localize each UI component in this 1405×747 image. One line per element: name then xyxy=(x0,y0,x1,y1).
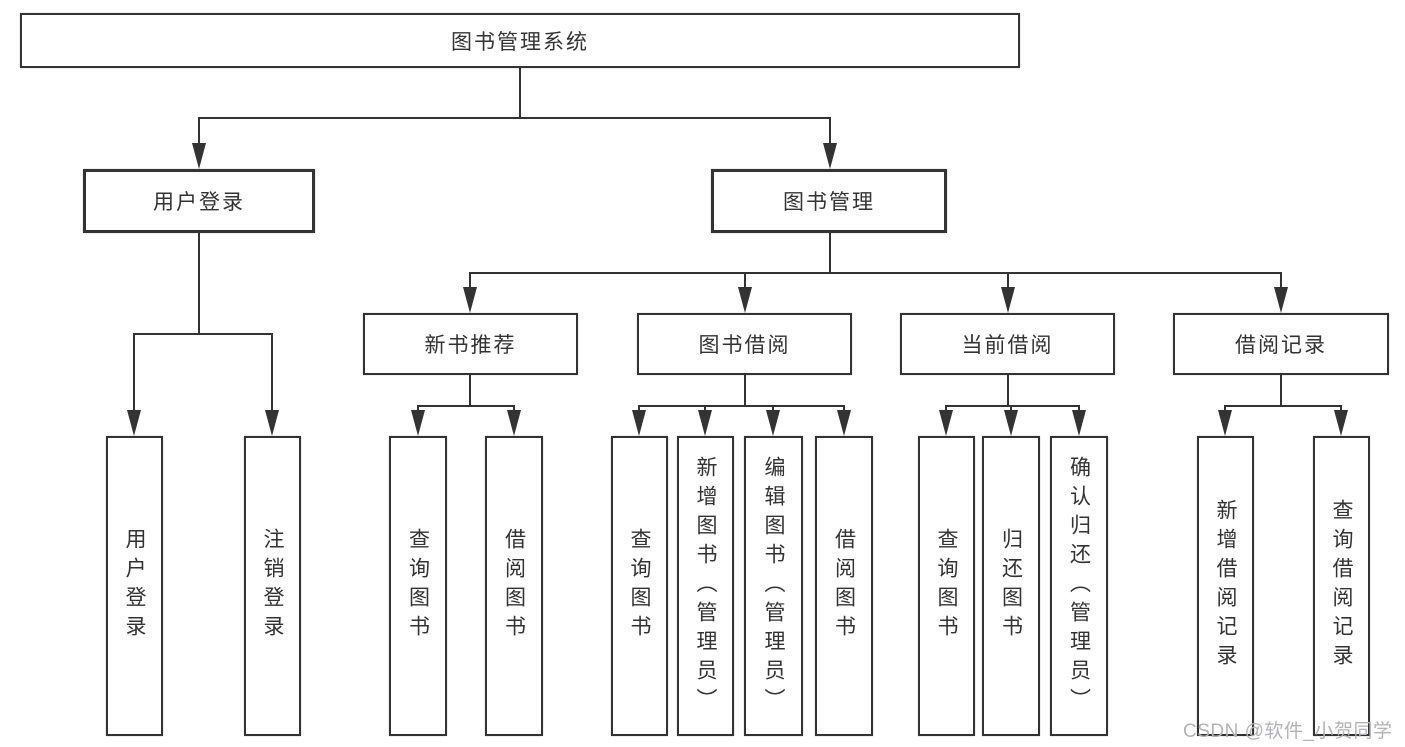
arrowhead-down-icon xyxy=(1072,410,1086,436)
node-root-library-management-system: 图书管理系统 xyxy=(20,13,1020,68)
node-label: 借阅记录 xyxy=(1235,334,1327,357)
node-label: 用户登录 xyxy=(123,528,146,644)
leaf-query-borrow-record: 查询借阅记录 xyxy=(1313,436,1370,736)
connector-line xyxy=(417,405,515,407)
node-book-borrowing: 图书借阅 xyxy=(637,313,852,375)
arrowhead-down-icon xyxy=(1274,287,1288,313)
connector-line xyxy=(945,405,1080,407)
node-label: 借阅图书 xyxy=(832,528,856,644)
connector-line xyxy=(469,272,1282,274)
leaf-return-books: 归还图书 xyxy=(982,436,1040,736)
connector-line xyxy=(271,333,273,412)
connector-line xyxy=(704,405,706,413)
node-label: 查询图书 xyxy=(935,528,958,644)
connector-line xyxy=(133,333,135,412)
node-label: 新书推荐 xyxy=(424,334,517,357)
node-user-login: 用户登录 xyxy=(83,169,315,233)
connector-line xyxy=(744,375,746,406)
arrowhead-down-icon xyxy=(837,410,851,436)
arrowhead-down-icon xyxy=(698,410,712,436)
leaf-query-books: 查询图书 xyxy=(389,436,447,736)
connector-line xyxy=(469,375,471,406)
node-label: 注销登录 xyxy=(261,528,284,644)
connector-line xyxy=(198,233,200,334)
node-label: 查询借阅记录 xyxy=(1330,499,1353,673)
node-label: 借阅图书 xyxy=(502,528,526,644)
connector-line xyxy=(198,117,831,119)
connector-line xyxy=(133,333,273,335)
arrowhead-down-icon xyxy=(463,287,477,313)
arrowhead-down-icon xyxy=(1004,410,1018,436)
arrowhead-down-icon xyxy=(632,410,646,436)
leaf-query-books: 查询图书 xyxy=(611,436,668,736)
leaf-logout: 注销登录 xyxy=(244,436,301,736)
connector-line xyxy=(1078,405,1080,413)
connector-line xyxy=(1280,272,1282,289)
node-label: 新增借阅记录 xyxy=(1214,499,1237,673)
connector-line xyxy=(1224,405,1226,413)
connector-line xyxy=(744,272,746,289)
connector-line xyxy=(638,405,845,407)
connector-line xyxy=(469,272,471,289)
node-label: 查询图书 xyxy=(406,528,430,644)
node-label: 图书管理系统 xyxy=(451,30,589,54)
node-book-management: 图书管理 xyxy=(711,169,947,233)
arrowhead-down-icon xyxy=(411,410,425,436)
connector-line xyxy=(1007,272,1009,289)
csdn-watermark: CSDN @软件_小贺同学 xyxy=(1183,721,1393,742)
leaf-add-borrow-record: 新增借阅记录 xyxy=(1197,436,1254,736)
connector-line xyxy=(417,405,419,413)
leaf-add-books-admin: 新增图书（管理员） xyxy=(677,436,734,736)
arrowhead-down-icon xyxy=(1218,410,1232,436)
arrowhead-down-icon xyxy=(192,143,206,169)
connector-line xyxy=(772,405,774,413)
connector-line xyxy=(945,405,947,413)
connector-line xyxy=(843,405,845,413)
node-current-borrowing: 当前借阅 xyxy=(900,313,1115,375)
node-label: 确认归还（管理员） xyxy=(1067,455,1091,717)
node-label: 新增图书（管理员） xyxy=(694,455,717,717)
node-label: 图书借阅 xyxy=(698,334,791,357)
arrowhead-down-icon xyxy=(1334,410,1348,436)
node-label: 图书管理 xyxy=(783,191,875,214)
node-label: 用户登录 xyxy=(153,191,245,214)
connector-line xyxy=(1224,405,1342,407)
connector-line xyxy=(513,405,515,413)
connector-line xyxy=(1340,405,1342,413)
leaf-edit-books-admin: 编辑图书（管理员） xyxy=(744,436,803,736)
leaf-confirm-return-admin: 确认归还（管理员） xyxy=(1050,436,1108,736)
leaf-user-login: 用户登录 xyxy=(106,436,163,736)
node-borrowing-records: 借阅记录 xyxy=(1173,313,1389,375)
connector-line xyxy=(1280,375,1282,406)
connector-line xyxy=(519,68,521,118)
connector-line xyxy=(198,117,200,146)
arrowhead-down-icon xyxy=(507,410,521,436)
leaf-borrow-books: 借阅图书 xyxy=(815,436,873,736)
arrowhead-down-icon xyxy=(766,410,780,436)
arrowhead-down-icon xyxy=(939,410,953,436)
arrowhead-down-icon xyxy=(738,287,752,313)
connector-line xyxy=(829,233,831,273)
node-label: 当前借阅 xyxy=(961,334,1054,357)
node-new-book-recommendation: 新书推荐 xyxy=(363,313,578,375)
connector-line xyxy=(829,117,831,146)
connector-line xyxy=(1010,405,1012,413)
connector-line xyxy=(1007,375,1009,406)
leaf-borrow-books: 借阅图书 xyxy=(485,436,543,736)
node-label: 编辑图书（管理员） xyxy=(762,455,785,717)
arrowhead-down-icon xyxy=(1001,287,1015,313)
arrowhead-down-icon xyxy=(823,143,837,169)
connector-line xyxy=(638,405,640,413)
node-label: 归还图书 xyxy=(999,528,1023,644)
node-label: 查询图书 xyxy=(628,528,651,644)
arrowhead-down-icon xyxy=(265,410,279,436)
arrowhead-down-icon xyxy=(127,410,141,436)
leaf-query-books: 查询图书 xyxy=(918,436,975,736)
